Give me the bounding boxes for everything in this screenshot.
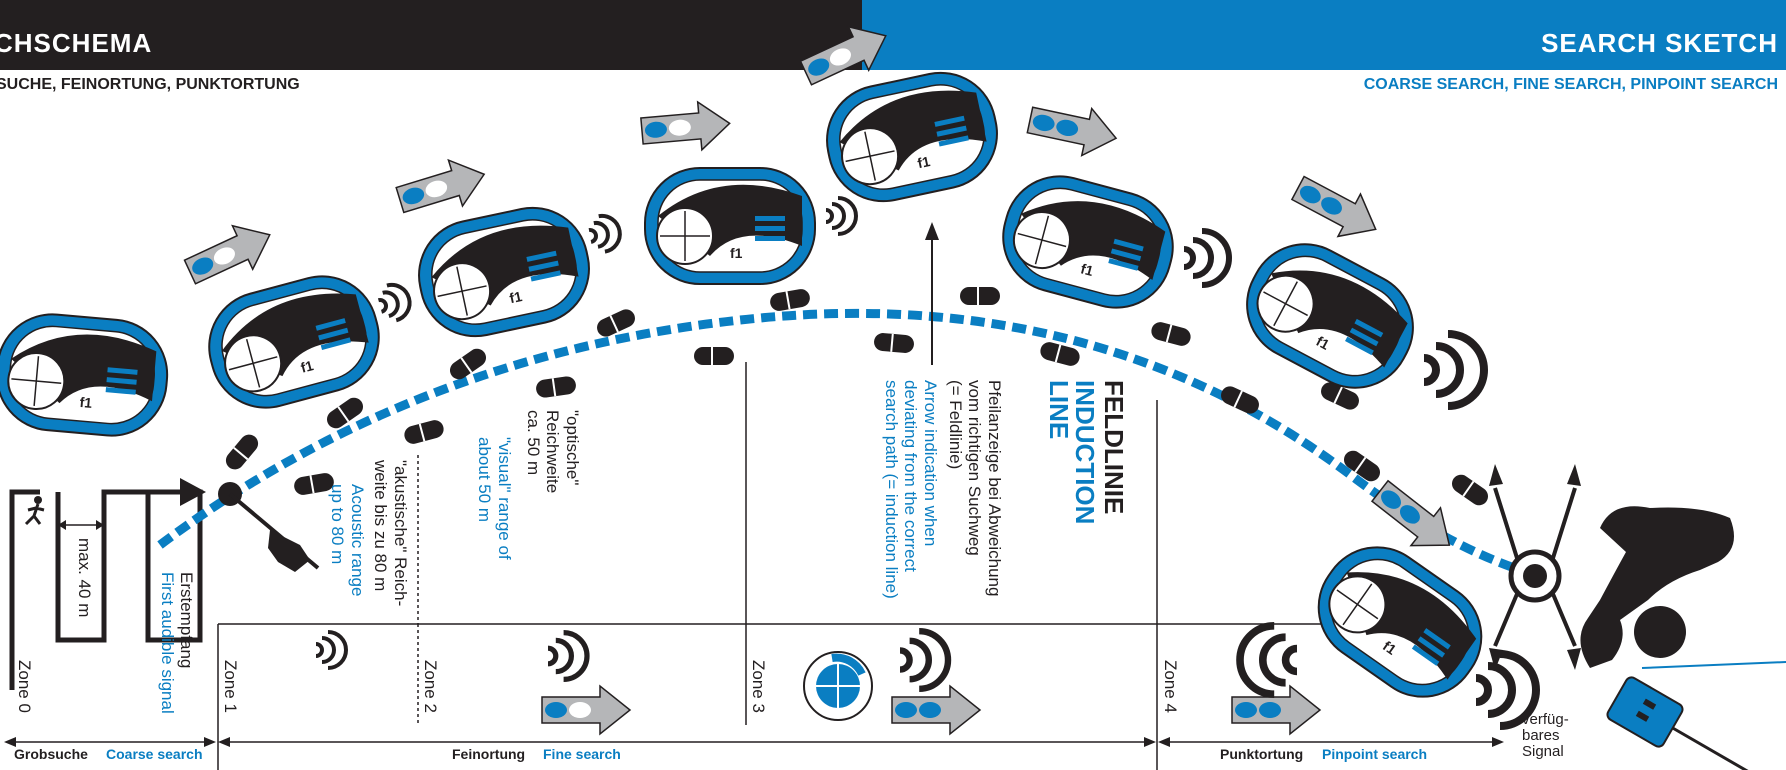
induction-line	[157, 308, 1538, 580]
subtitle-english: COARSE SEARCH, FINE SEARCH, PINPOINT SEA…	[1363, 76, 1778, 93]
available-signal-label: verfüg- bares Signal	[1522, 711, 1569, 760]
flag-icon	[268, 530, 310, 572]
zone-3-label: Zone 3	[749, 660, 768, 713]
zone-1-label: Zone 1	[221, 660, 240, 713]
zone-0-label: Zone 0	[15, 660, 34, 713]
phase-coarse-english: Coarse search	[106, 746, 203, 762]
phase-pinpoint-german: Punktortung	[1220, 746, 1304, 762]
buried-person-silhouette	[1580, 506, 1734, 668]
title-german: CHSCHEMA	[0, 28, 153, 58]
induction-title-german: FELDLINIE	[1099, 380, 1129, 515]
acoustic-range-german: "akustische" Reich- weite bis zu 80 m	[371, 460, 410, 607]
visual-range-german: "optische" Reichweite ca. 50 m	[523, 410, 582, 494]
header-bar-german	[0, 0, 862, 70]
induction-pointer-arrowhead	[925, 222, 939, 240]
zone-2-label: Zone 2	[421, 660, 440, 713]
transceiver-devices	[0, 61, 1504, 720]
first-signal-english: First audible signal	[158, 572, 177, 714]
first-signal-german: Erstempfang	[177, 572, 196, 669]
zone3-device-icon	[803, 651, 873, 721]
acoustic-range-english: Acoustic range up to 80 m	[328, 484, 367, 597]
induction-title-english: INDUCTION LINE	[1044, 380, 1100, 525]
walking-person-icon	[24, 496, 45, 526]
target-crosshair-icon	[1489, 464, 1581, 670]
phase-pinpoint-english: Pinpoint search	[1322, 746, 1428, 762]
title-english: SEARCH SKETCH	[1541, 28, 1778, 58]
phase-fine-german: Feinortung	[452, 746, 526, 762]
induction-description-german: Pfeilanzeige bei Abweichung vom richtige…	[945, 380, 1004, 597]
phase-fine-english: Fine search	[543, 746, 621, 762]
max-distance-label: max. 40 m	[75, 538, 94, 618]
zone-4-label: Zone 4	[1161, 660, 1180, 713]
subtitle-german: SUCHE, FEINORTUNG, PUNKTORTUNG	[0, 76, 300, 93]
phase-coarse-german: Grobsuche	[14, 746, 88, 762]
coarse-search-path	[9, 489, 40, 690]
visual-range-english: "visual" range of about 50 m	[475, 437, 514, 560]
induction-description-english: Arrow indication when deviating from the…	[881, 380, 940, 599]
coarse-path-arrowhead	[180, 478, 206, 506]
shovel-icon	[1606, 676, 1776, 770]
header-bar-english	[862, 0, 1786, 70]
